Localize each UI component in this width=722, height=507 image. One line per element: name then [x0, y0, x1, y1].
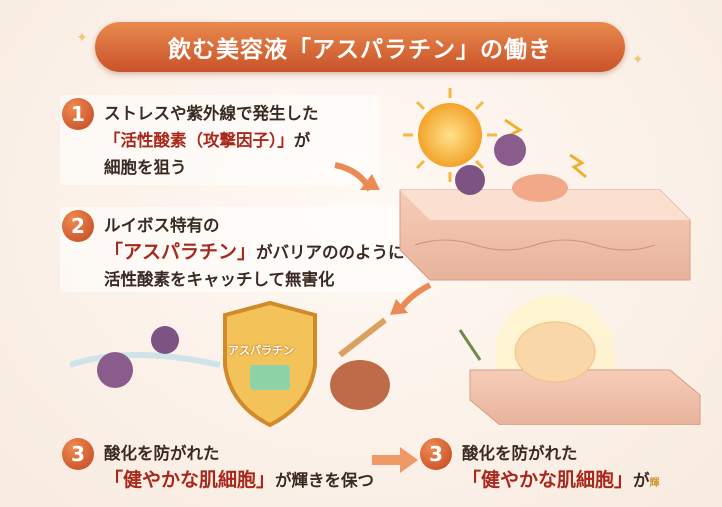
step-number-badge: 1	[62, 98, 94, 130]
step-highlight: 「健やかな肌細胞」	[104, 469, 276, 491]
arrow-icon	[334, 162, 380, 192]
step-text: が	[293, 131, 311, 150]
lightning-icon	[569, 153, 587, 179]
step-text: が	[633, 471, 650, 490]
step-3-result: 3 酸化を防がれた 「健やかな肌細胞」が輝	[420, 438, 660, 497]
step-highlight: 「アスパラチン」	[104, 241, 257, 263]
skin-attack-illustration	[399, 88, 691, 281]
step-number-badge: 3	[62, 438, 94, 470]
step-text: が輝きを保つ	[275, 471, 375, 490]
step-highlight: 「健やかな肌細胞」	[462, 469, 634, 491]
arrow-icon	[372, 447, 418, 473]
arrow-icon	[390, 282, 432, 315]
spoon-icon	[338, 317, 387, 358]
tea-cup-icon	[330, 360, 390, 410]
step-text: 酸化を防がれた	[462, 444, 578, 463]
step-text: 細胞を狙う	[104, 158, 187, 177]
step-2: 2 ルイボス特有の 「アスパラチン」がバリアののように 活性酸素をキャッチして無…	[62, 210, 405, 293]
step-3: 3 酸化を防がれた 「健やかな肌細胞」が輝きを保つ	[62, 438, 375, 494]
shield-label: アスパラチン	[228, 344, 294, 357]
healthy-skin-illustration	[458, 295, 701, 425]
page-title: 飲む美容液「アスパラチン」の働き	[95, 22, 625, 72]
step-text: 酸化を防がれた	[104, 444, 220, 463]
step-panel	[60, 95, 380, 185]
virus-icon	[455, 134, 526, 195]
cell	[512, 174, 568, 202]
step-text: ストレスや紫外線で発生した	[104, 104, 319, 123]
step-highlight: 「活性酸素（攻撃因子）」	[104, 131, 294, 150]
sparkle-icon: ✦	[76, 30, 88, 46]
step-number-badge: 3	[420, 438, 452, 470]
step-panel	[60, 207, 420, 292]
sun-icon	[403, 88, 497, 182]
step-number-badge: 2	[62, 210, 94, 242]
glowing-cell	[514, 321, 596, 383]
leaf-icon	[458, 329, 482, 361]
step-text: ルイボス特有の	[104, 216, 220, 235]
skin-layer	[469, 369, 701, 425]
step-1: 1 ストレスや紫外線で発生した 「活性酸素（攻撃因子）」が 細胞を狙う	[62, 98, 319, 181]
step-text: 輝	[649, 478, 660, 489]
step-text: 活性酸素をキャッチして無害化	[104, 270, 335, 289]
shield-icon	[223, 300, 317, 428]
virus-icon	[97, 326, 179, 388]
sparkle-icon: ✦	[632, 52, 644, 68]
step-text: がバリアののように	[256, 243, 405, 262]
shield-illustration	[70, 300, 390, 428]
